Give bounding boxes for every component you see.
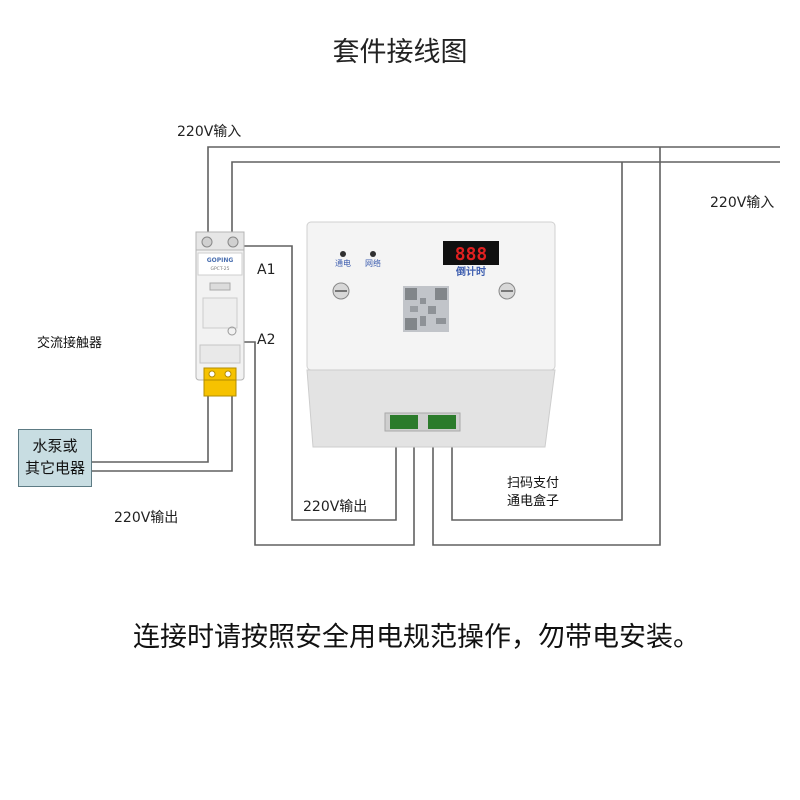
label-a2: A2	[257, 332, 276, 348]
pay-box-device: 通电 网络 888 倒计时	[306, 221, 556, 448]
page-title: 套件接线图	[332, 37, 468, 68]
input-branch-inner	[451, 162, 623, 521]
label-pay-box-line1: 扫码支付	[507, 476, 560, 491]
input-wire-outer	[207, 146, 780, 233]
contactor-model: GPCT-25	[210, 266, 229, 272]
safety-note: 连接时请按照安全用电规范操作，勿带电安装。	[133, 622, 700, 653]
wires	[92, 146, 780, 546]
qr-code-icon	[403, 286, 449, 332]
label-output-left: 220V输出	[114, 510, 179, 526]
label-a1: A1	[257, 262, 276, 278]
pump-label-line1: 水泵或	[32, 437, 78, 455]
contactor-device: GOPING GPCT-25	[195, 231, 245, 397]
label-contactor: 交流接触器	[37, 336, 103, 351]
led-network-label: 网络	[365, 258, 381, 268]
label-output-mid: 220V输出	[303, 499, 368, 515]
output-wire-2	[92, 390, 233, 472]
input-branch-right	[432, 147, 661, 546]
countdown-display: 888	[455, 244, 488, 265]
coil-wire-a1	[242, 245, 397, 521]
pump-label-line2: 其它电器	[24, 459, 85, 477]
label-input-top: 220V输入	[177, 124, 242, 140]
led-power-label: 通电	[335, 258, 351, 268]
pump-box: 水泵或 其它电器	[18, 429, 92, 487]
coil-wire-a2	[242, 341, 415, 546]
countdown-label: 倒计时	[455, 265, 486, 278]
label-input-right: 220V输入	[710, 195, 775, 211]
label-pay-box-line2: 通电盒子	[507, 494, 560, 509]
input-wire-inner	[231, 161, 780, 233]
contactor-brand: GOPING	[207, 257, 234, 264]
output-wire-1	[92, 390, 209, 463]
